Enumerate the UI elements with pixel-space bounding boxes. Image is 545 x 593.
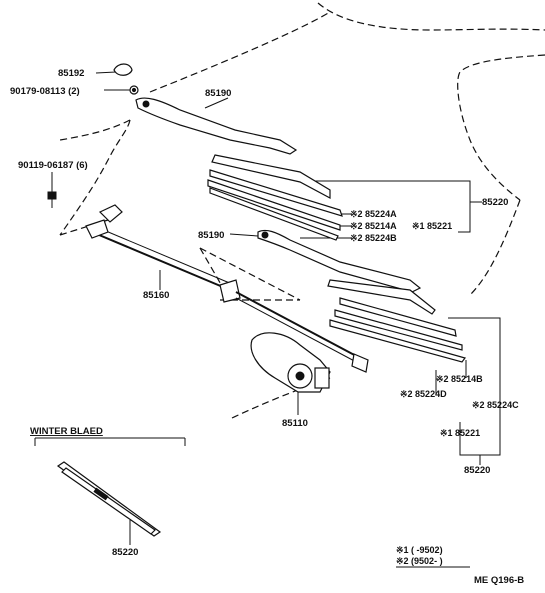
label-85214a: ※2 85214A [350, 221, 397, 231]
link-indicators [199, 247, 301, 301]
legend-row-1: ※1 ( -9502) [396, 545, 443, 555]
winter-blade-bracket [34, 437, 186, 446]
label-85214b: ※2 85214B [436, 374, 483, 384]
label-85224b: ※2 85224B [350, 233, 397, 243]
label-90119: 90119-06187 (6) [18, 160, 88, 171]
label-85224d: ※2 85224D [400, 389, 447, 399]
arm-cap-85192 [113, 63, 133, 76]
label-85220-winter: 85220 [112, 547, 138, 558]
catalog-code: ME Q196-B [474, 575, 524, 586]
label-85190-top: 85190 [205, 88, 231, 99]
applicability-legend: ※1 ( -9502) ※2 (9502- ) [396, 545, 470, 568]
winter-blade-title: WINTER BLAED [30, 426, 103, 437]
label-85192: 85192 [58, 68, 84, 79]
label-85220-bottom: 85220 [464, 465, 490, 476]
legend-row-2: ※2 (9502- ) [396, 556, 443, 566]
wiper-blade-lower [327, 279, 467, 363]
bolt-90119 [47, 191, 57, 208]
label-85221-top: ※1 85221 [412, 221, 452, 231]
label-90179: 90179-08113 (2) [10, 86, 80, 97]
wiper-motor-85110 [250, 332, 331, 393]
label-85224a: ※2 85224A [350, 209, 397, 219]
label-85224c: ※2 85224C [472, 400, 519, 410]
winter-blade-85220 [56, 461, 162, 537]
wiper-link-85160 [85, 204, 369, 373]
label-85110: 85110 [282, 418, 308, 429]
label-85160: 85160 [143, 290, 169, 301]
label-85221-bottom: ※1 85221 [440, 428, 480, 438]
wiper-arm-mid-85190 [257, 229, 422, 293]
nut-90179 [129, 85, 139, 95]
label-85220-right: 85220 [482, 197, 508, 208]
leader-lines [51, 71, 501, 545]
wiper-arm-upper-85190 [135, 97, 298, 155]
wiper-blade-upper [207, 154, 343, 241]
hood-outline [59, 2, 545, 419]
label-85190-mid: 85190 [198, 230, 224, 241]
